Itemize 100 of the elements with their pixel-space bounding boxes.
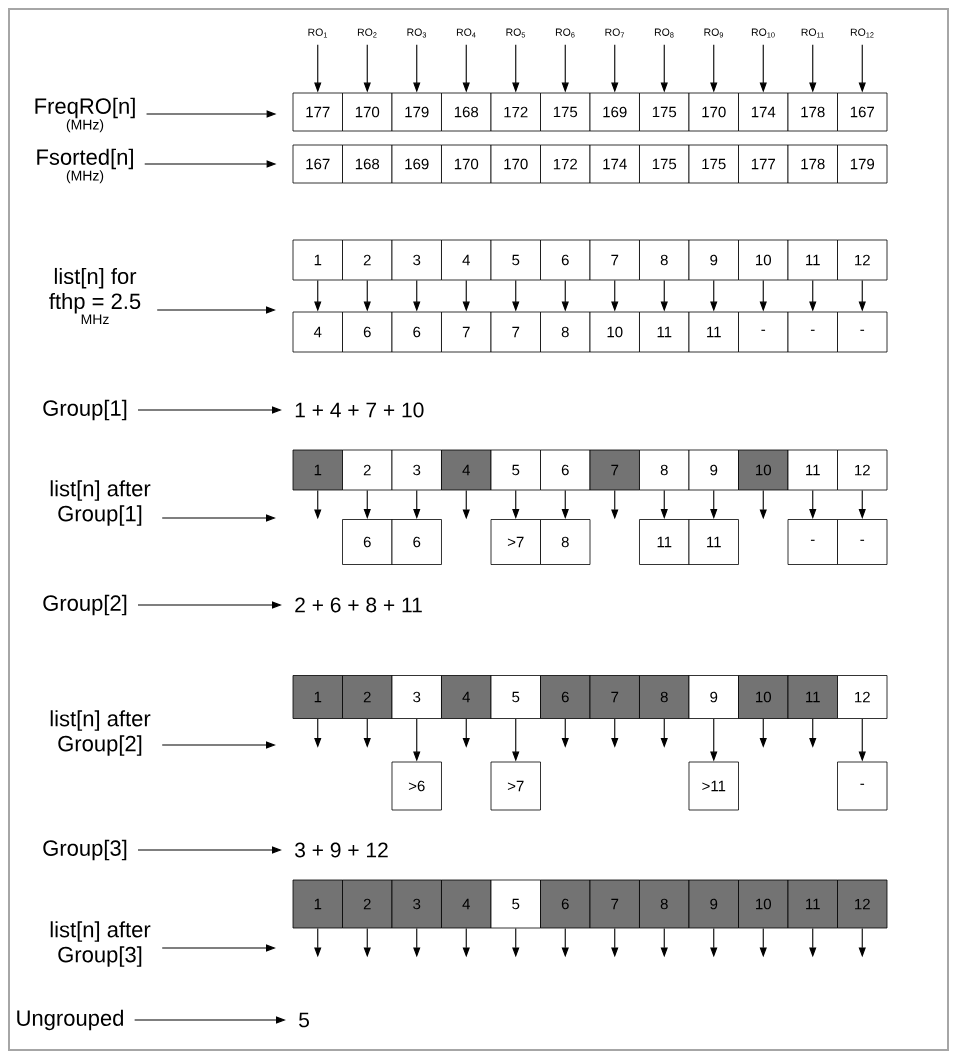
value-cell: 10 [738, 239, 789, 281]
row-label: FreqRO[n] (MHz) [35, 97, 135, 133]
value-cell: 175 [639, 92, 690, 132]
row-label: Group[1] [43, 399, 127, 421]
value-cell: 10 [589, 311, 640, 353]
value-cell: 12 [837, 879, 888, 929]
value-cell: 7 [589, 239, 640, 281]
value-cell: 172 [540, 144, 591, 184]
value-cell: 11 [639, 519, 690, 565]
value-cell: 177 [292, 92, 343, 132]
value-cell: 5 [490, 449, 541, 491]
value-cell: - [837, 519, 888, 565]
row-label: list[n] after Group[1] [50, 480, 151, 526]
value-cell: 170 [342, 92, 393, 132]
value-cell: - [787, 519, 838, 565]
ro-label: RO$_{6}$ [555, 28, 575, 38]
value-cell: 6 [342, 519, 393, 565]
row-label: Fsorted[n] (MHz) [37, 148, 133, 184]
value-cell: 6 [540, 879, 591, 929]
row-label: list[n] after Group[2] [50, 710, 151, 756]
value-cell: >7 [490, 761, 541, 811]
value-cell: 8 [639, 449, 690, 491]
value-cell: 12 [837, 675, 888, 719]
ro-label: RO$_{12}$ [850, 28, 874, 38]
value-cell: 170 [688, 92, 739, 132]
row-label: list[n] for fthp = 2.5 MHz [49, 267, 141, 325]
value-cell: 9 [688, 449, 739, 491]
value-cell: 1 [292, 449, 343, 491]
value-cell: 6 [391, 311, 442, 353]
value-cell: 169 [589, 92, 640, 132]
value-cell: 2 [342, 879, 393, 929]
value-cell: >6 [391, 761, 442, 811]
group-expression: 1 + 4 + 7 + 10 [295, 402, 424, 418]
group-expression: 5 [299, 1012, 309, 1028]
row-label: Group[3] [43, 839, 127, 861]
value-cell: 7 [589, 675, 640, 719]
value-cell: 175 [688, 144, 739, 184]
value-cell: 11 [688, 311, 739, 353]
value-cell: 11 [787, 675, 838, 719]
row-label: Ungrouped [17, 1009, 123, 1031]
value-cell: 9 [688, 675, 739, 719]
value-cell: 4 [441, 879, 492, 929]
value-cell: 12 [837, 239, 888, 281]
value-cell: 170 [490, 144, 541, 184]
value-cell: 175 [639, 144, 690, 184]
value-cell: 12 [837, 449, 888, 491]
value-cell: 170 [441, 144, 492, 184]
value-cell: 177 [738, 144, 789, 184]
value-cell: 178 [787, 92, 838, 132]
value-cell: 5 [490, 675, 541, 719]
value-cell: 10 [738, 449, 789, 491]
value-cell: 1 [292, 879, 343, 929]
value-cell: >7 [490, 519, 541, 565]
ro-label: RO$_{9}$ [704, 28, 724, 38]
value-cell: 8 [639, 675, 690, 719]
value-cell: 7 [490, 311, 541, 353]
value-cell: 3 [391, 239, 442, 281]
value-cell: 4 [441, 675, 492, 719]
value-cell: 10 [738, 879, 789, 929]
ro-label: RO$_{10}$ [751, 28, 775, 38]
value-cell: 174 [738, 92, 789, 132]
value-cell: 178 [787, 144, 838, 184]
value-cell: 4 [441, 449, 492, 491]
value-cell: 3 [391, 675, 442, 719]
value-cell: 6 [540, 239, 591, 281]
value-cell: 3 [391, 879, 442, 929]
value-cell: 1 [292, 675, 343, 719]
ro-label: RO$_{1}$ [308, 28, 328, 38]
value-cell: 174 [589, 144, 640, 184]
value-cell: 11 [688, 519, 739, 565]
value-cell: 11 [639, 311, 690, 353]
value-cell: 175 [540, 92, 591, 132]
row-label: list[n] after Group[3] [50, 921, 151, 967]
value-cell: 179 [391, 92, 442, 132]
value-cell: 11 [787, 879, 838, 929]
value-cell: 5 [490, 239, 541, 281]
value-cell: - [837, 311, 888, 353]
group-expression: 3 + 9 + 12 [295, 842, 388, 858]
value-cell: 6 [540, 675, 591, 719]
value-cell: - [787, 311, 838, 353]
value-cell: 11 [787, 239, 838, 281]
value-cell: 8 [639, 879, 690, 929]
value-cell: 2 [342, 675, 393, 719]
ro-label: RO$_{8}$ [654, 28, 674, 38]
ro-label: RO$_{3}$ [407, 28, 427, 38]
value-cell: 172 [490, 92, 541, 132]
ro-label: RO$_{2}$ [357, 28, 377, 38]
value-cell: 10 [738, 675, 789, 719]
value-cell: - [837, 761, 888, 811]
value-cell: 9 [688, 879, 739, 929]
value-cell: 3 [391, 449, 442, 491]
value-cell: 7 [589, 879, 640, 929]
value-cell: 5 [490, 879, 541, 929]
value-cell: 169 [391, 144, 442, 184]
value-cell: 179 [837, 144, 888, 184]
ro-label: RO$_{11}$ [801, 28, 824, 38]
value-cell: 1 [292, 239, 343, 281]
value-cell: 7 [441, 311, 492, 353]
row-label: Group[2] [43, 594, 127, 616]
value-cell: 4 [292, 311, 343, 353]
